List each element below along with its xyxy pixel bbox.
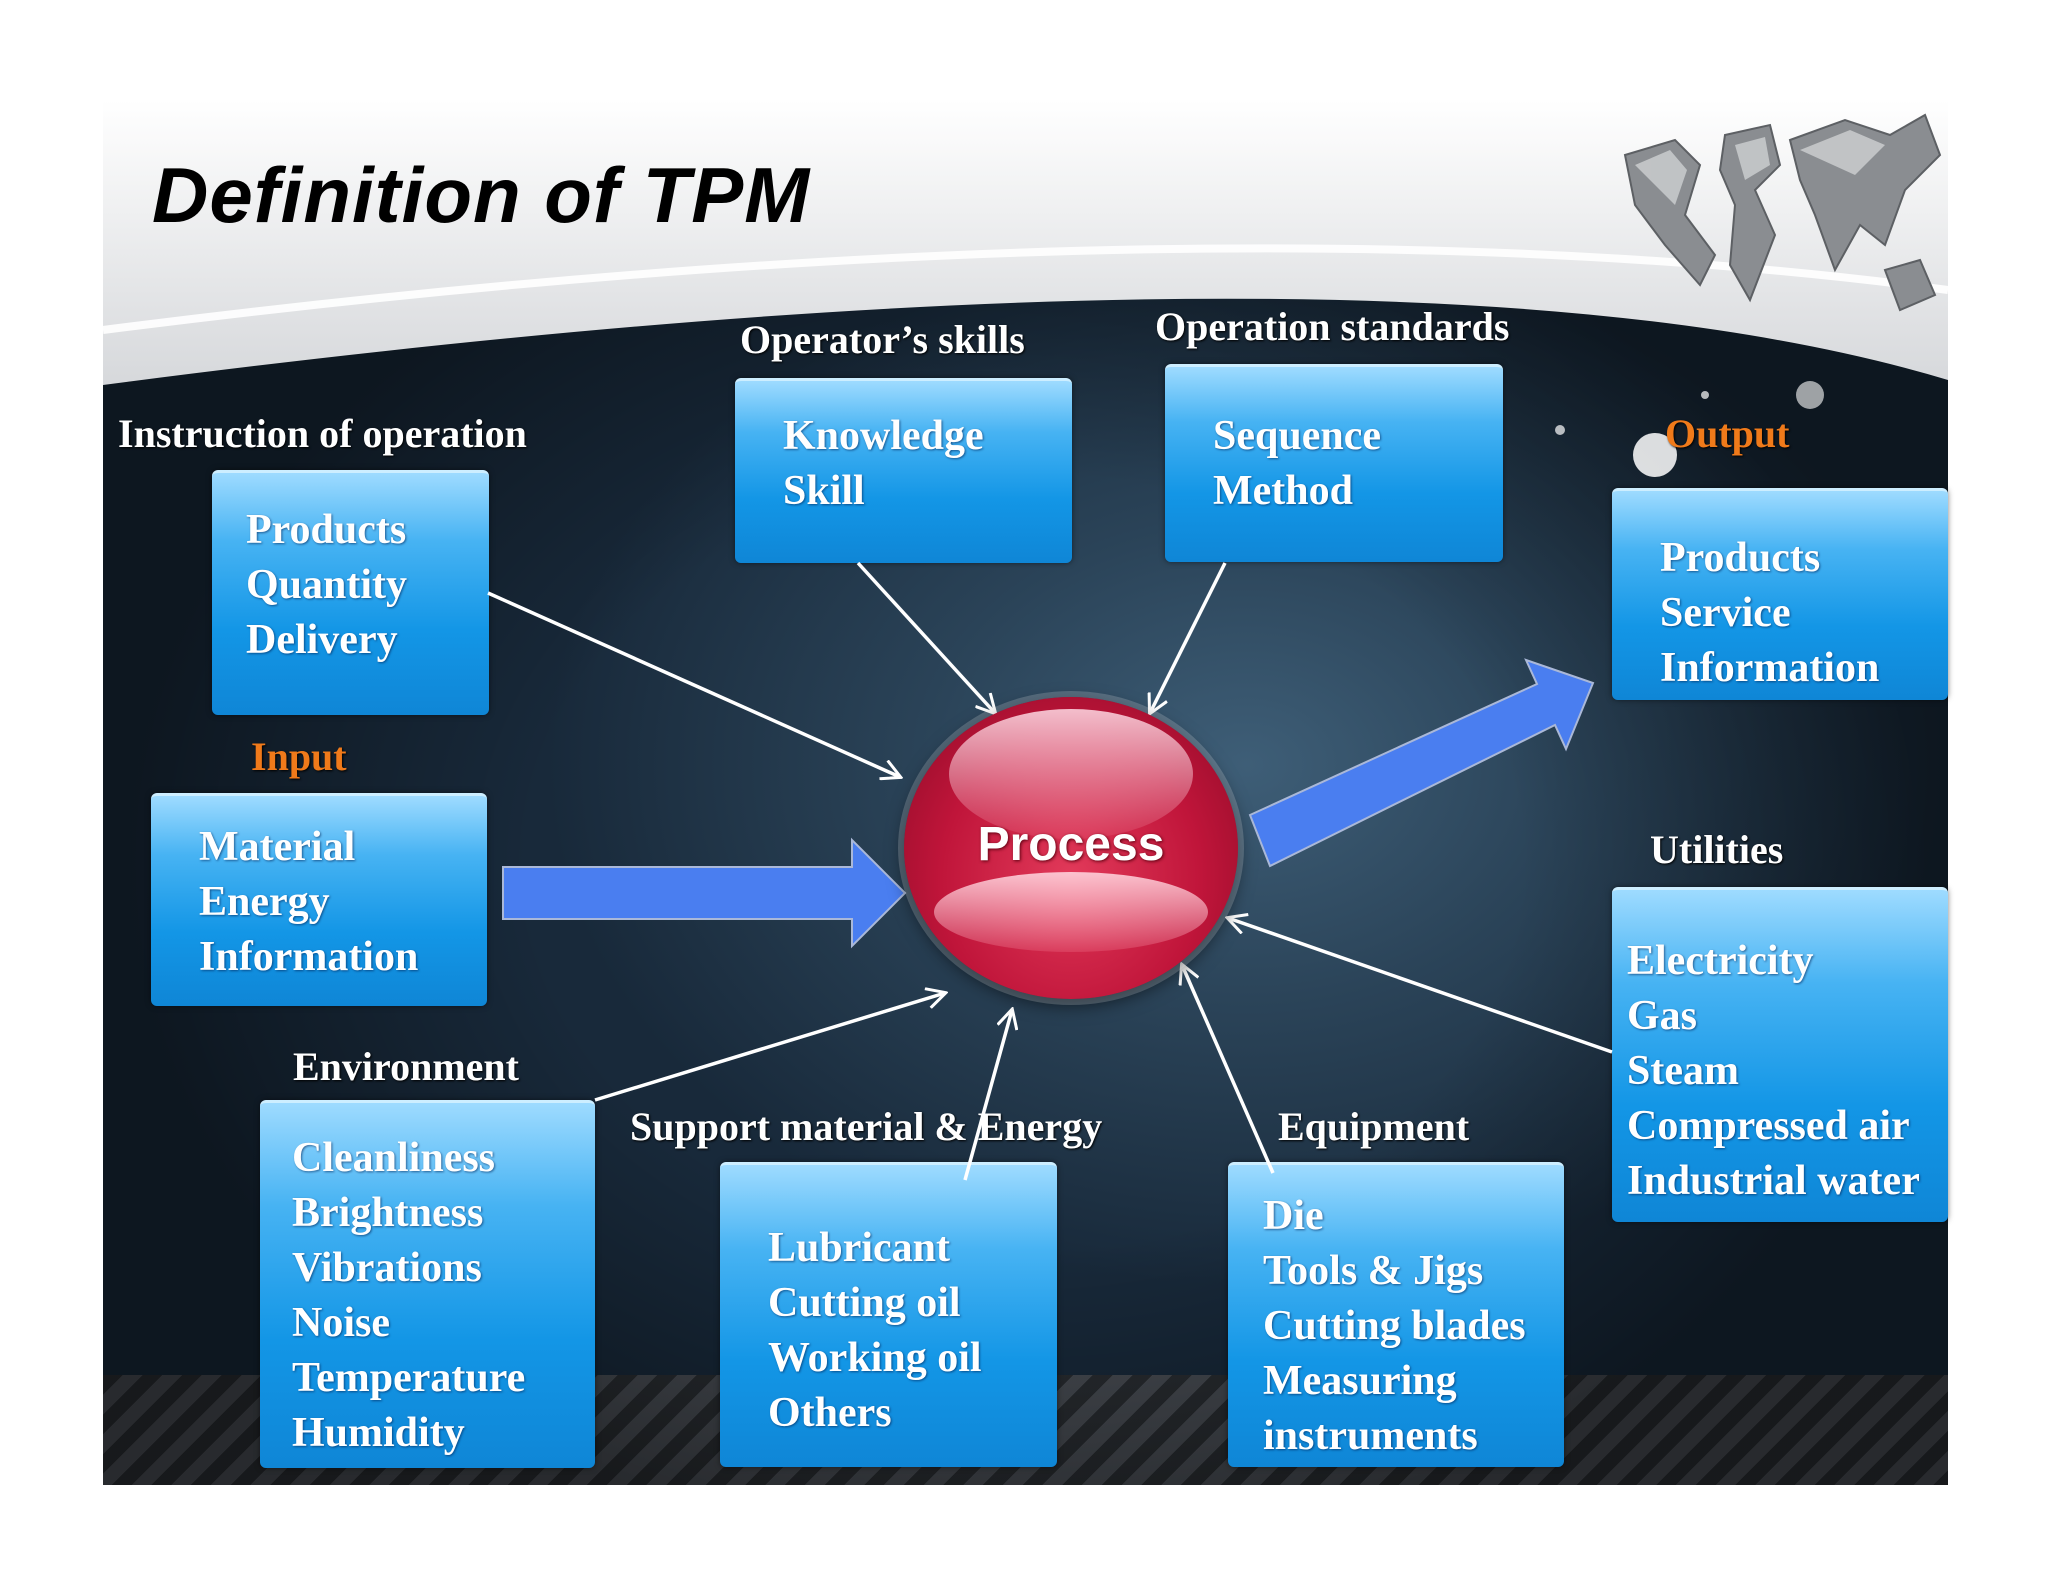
list-item: Die <box>1263 1193 1324 1239</box>
list-item: Electricity <box>1627 938 1814 984</box>
process-label: Process <box>977 818 1165 871</box>
list-item: Steam <box>1627 1048 1739 1094</box>
list-item: instruments <box>1263 1413 1478 1459</box>
list-item: Products <box>1660 535 1821 581</box>
operation-standards-box: Sequence Method <box>1165 364 1503 562</box>
list-item: Information <box>1660 645 1880 691</box>
page-title: Definition of TPM <box>152 151 811 239</box>
list-item: Others <box>768 1390 892 1436</box>
environment-box: Cleanliness Brightness Vibrations Noise … <box>260 1100 595 1468</box>
list-item: Sequence <box>1213 413 1381 459</box>
header-band <box>103 100 1948 385</box>
input-label: Input <box>251 734 347 779</box>
list-item: Measuring <box>1263 1358 1457 1404</box>
ball-highlight-bottom <box>934 872 1208 952</box>
input-box: Material Energy Information <box>151 793 487 1006</box>
light-flare <box>1701 391 1709 399</box>
ball-highlight-top <box>949 709 1193 839</box>
support-material-label: Support material & Energy <box>630 1104 1103 1149</box>
list-item: Brightness <box>292 1190 484 1236</box>
list-item: Vibrations <box>292 1245 482 1291</box>
list-item: Method <box>1213 468 1353 514</box>
list-item: Material <box>199 824 356 870</box>
instruction-label: Instruction of operation <box>118 411 527 456</box>
list-item: Industrial water <box>1627 1158 1920 1204</box>
operator-skills-box: Knowledge Skill <box>735 378 1072 563</box>
list-item: Cleanliness <box>292 1135 496 1181</box>
light-flare <box>1633 433 1677 477</box>
list-item: Working oil <box>768 1335 982 1381</box>
list-item: Cutting oil <box>768 1280 961 1326</box>
process-node: Process <box>904 697 1238 999</box>
list-item: Humidity <box>292 1410 465 1456</box>
light-flare <box>1796 381 1824 409</box>
world-map-icon <box>1623 113 1942 312</box>
list-item: Cutting blades <box>1263 1303 1526 1349</box>
list-item: Lubricant <box>768 1225 951 1271</box>
utilities-box: Electricity Gas Steam Compressed air Ind… <box>1612 887 1948 1222</box>
list-item: Products <box>246 507 407 553</box>
operator-skills-label: Operator’s skills <box>740 317 1025 362</box>
equipment-label: Equipment <box>1278 1104 1470 1149</box>
environment-label: Environment <box>293 1044 519 1089</box>
equipment-box: Die Tools & Jigs Cutting blades Measurin… <box>1228 1162 1564 1467</box>
list-item: Skill <box>783 468 865 514</box>
list-item: Delivery <box>246 617 398 663</box>
instruction-box: Products Quantity Delivery <box>212 470 489 715</box>
list-item: Service <box>1660 590 1791 636</box>
output-box: Products Service Information <box>1612 488 1948 700</box>
list-item: Noise <box>292 1300 390 1346</box>
list-item: Compressed air <box>1627 1103 1910 1149</box>
support-material-box: Lubricant Cutting oil Working oil Others <box>720 1162 1057 1467</box>
list-item: Tools & Jigs <box>1263 1248 1484 1294</box>
list-item: Information <box>199 934 419 980</box>
utilities-label: Utilities <box>1650 827 1784 872</box>
list-item: Gas <box>1627 993 1698 1039</box>
list-item: Quantity <box>246 562 408 608</box>
output-label: Output <box>1665 411 1790 456</box>
list-item: Temperature <box>292 1355 526 1401</box>
list-item: Energy <box>199 879 330 925</box>
list-item: Knowledge <box>783 413 984 459</box>
header-swoosh-line <box>102 244 1949 334</box>
operation-standards-label: Operation standards <box>1155 304 1510 349</box>
light-flare <box>1555 425 1565 435</box>
